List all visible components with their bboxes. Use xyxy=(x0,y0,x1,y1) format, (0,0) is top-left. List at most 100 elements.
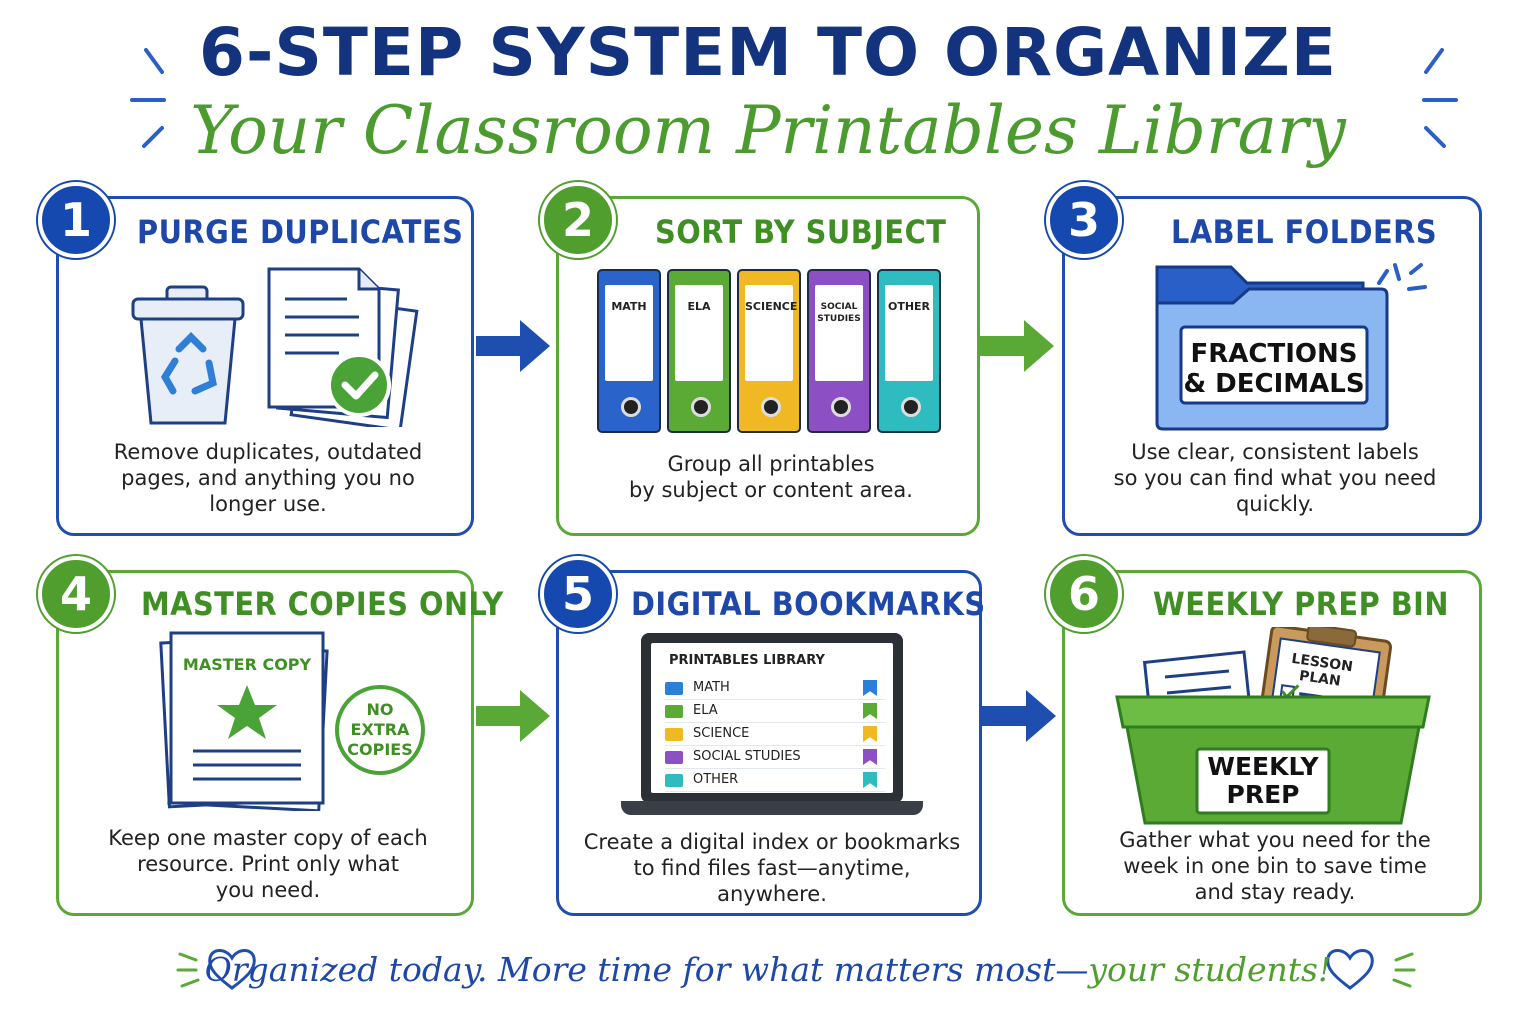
binder-ring-icon xyxy=(621,397,641,417)
bookmark-row[interactable]: MATH xyxy=(665,677,885,700)
arrow-right-icon xyxy=(982,690,1056,742)
step-title: MASTER COPIES ONLY xyxy=(141,585,504,623)
step-title: SORT BY SUBJECT xyxy=(655,213,947,251)
folder-icon xyxy=(665,682,683,695)
bin-label-line: PREP xyxy=(1226,780,1300,809)
desc-line: you need. xyxy=(215,878,321,902)
bookmark-icon xyxy=(863,680,877,696)
binder-ring-icon xyxy=(761,397,781,417)
desc-line: week in one bin to save time xyxy=(1123,854,1427,878)
desc-line: resource. Print only what xyxy=(137,852,399,876)
bookmark-list: MATH ELA SCIENCE SOCIAL STUDIES OTHER xyxy=(665,677,885,792)
bookmark-icon xyxy=(863,772,877,788)
desc-line: Remove duplicates, outdated xyxy=(113,440,423,464)
bookmark-label: OTHER xyxy=(693,772,739,787)
step-title: LABEL FOLDERS xyxy=(1171,213,1438,251)
footer-text-part1: Organized today. More time for what matt… xyxy=(204,950,1089,989)
binder-label: SCIENCE xyxy=(745,285,797,381)
desc-line: quickly. xyxy=(1235,492,1315,516)
binder: OTHER xyxy=(877,269,941,433)
binders-group: MATH ELA SCIENCE SOCIAL STUDIES OTHER xyxy=(597,269,947,435)
binder: SOCIAL STUDIES xyxy=(807,269,871,433)
bookmark-icon xyxy=(863,749,877,765)
bookmark-label: ELA xyxy=(693,703,718,718)
sparkle-icon xyxy=(1393,263,1427,291)
folder-icon xyxy=(1155,265,1389,431)
step-number-badge: 5 xyxy=(540,556,616,632)
master-copy-pages-icon xyxy=(159,631,329,811)
trash-recycle-icon xyxy=(131,267,419,427)
binder-ring-icon xyxy=(901,397,921,417)
binder-label: OTHER xyxy=(885,285,933,381)
step-number-badge: 6 xyxy=(1046,556,1122,632)
page-title: 6-STEP SYSTEM TO ORGANIZE xyxy=(199,14,1337,91)
burst-right-icon xyxy=(1422,48,1458,148)
bookmark-row[interactable]: SCIENCE xyxy=(665,723,885,746)
binder-label: MATH xyxy=(605,285,653,381)
step-description: Keep one master copy of each resource. P… xyxy=(69,825,467,903)
step-description: Use clear, consistent labels so you can … xyxy=(1075,439,1475,517)
step-title: PURGE DUPLICATES xyxy=(137,213,464,251)
step-card-4: MASTER COPIES ONLY MASTER COPY NO EXTRA … xyxy=(56,570,503,916)
step-title: WEEKLY PREP BIN xyxy=(1153,585,1449,623)
desc-line: anywhere. xyxy=(717,882,827,906)
stamp-line: EXTRA xyxy=(350,720,410,739)
binder-ring-icon xyxy=(691,397,711,417)
folder-label-line: & DECIMALS xyxy=(1183,369,1365,399)
screen-title: PRINTABLES LIBRARY xyxy=(669,653,825,668)
step-description: Gather what you need for the week in one… xyxy=(1075,827,1475,905)
page-label: MASTER COPY xyxy=(182,655,312,674)
desc-line: pages, and anything you no xyxy=(121,466,415,490)
burst-left-icon xyxy=(130,48,166,148)
folder-icon xyxy=(665,751,683,764)
bookmark-row[interactable]: ELA xyxy=(665,700,885,723)
step-number-badge: 1 xyxy=(38,182,114,258)
desc-line: by subject or content area. xyxy=(629,478,913,502)
step-title: DIGITAL BOOKMARKS xyxy=(631,585,986,623)
stamp-line: COPIES xyxy=(347,740,413,759)
binder: ELA xyxy=(667,269,731,433)
step-card-6: WEEKLY PREP BIN LESSON PLAN WEEKLY PREP xyxy=(1062,570,1482,916)
bookmark-row[interactable]: OTHER xyxy=(665,769,885,792)
footer-text-part2: your students! xyxy=(1088,950,1332,989)
bookmark-row[interactable]: SOCIAL STUDIES xyxy=(665,746,885,769)
step-number-badge: 3 xyxy=(1046,182,1122,258)
binder-ring-icon xyxy=(831,397,851,417)
bin-label: WEEKLY PREP xyxy=(1197,753,1329,809)
stamp-line: NO xyxy=(366,700,394,719)
step-description: Remove duplicates, outdated pages, and a… xyxy=(69,439,467,517)
binder: SCIENCE xyxy=(737,269,801,433)
step-card-1: PURGE DUPLICATES xyxy=(56,196,474,536)
arrow-right-icon xyxy=(476,690,550,742)
step-card-5: DIGITAL BOOKMARKS PRINTABLES LIBRARY MAT… xyxy=(556,570,985,916)
page-subtitle: Your Classroom Printables Library xyxy=(190,92,1346,169)
folder-icon xyxy=(665,774,683,787)
desc-line: Gather what you need for the xyxy=(1119,828,1431,852)
laptop: PRINTABLES LIBRARY MATH ELA SCIENCE SOCIAL … xyxy=(641,633,903,805)
heart-right-icon xyxy=(1326,949,1416,990)
desc-line: longer use. xyxy=(209,492,327,516)
step-description: Create a digital index or bookmarks to f… xyxy=(567,829,977,907)
desc-line: so you can find what you need xyxy=(1113,466,1437,490)
bookmark-icon xyxy=(863,703,877,719)
folder-label: FRACTIONS & DECIMALS xyxy=(1181,339,1367,399)
desc-line: Group all printables xyxy=(667,452,875,476)
step-card-2: SORT BY SUBJECT MATH ELA SCIENCE SOCIAL STU… xyxy=(556,196,980,536)
bookmark-icon xyxy=(863,726,877,742)
bin-label-line: WEEKLY xyxy=(1207,752,1319,781)
desc-line: Keep one master copy of each xyxy=(108,826,428,850)
binder-label: ELA xyxy=(675,285,723,381)
laptop-base xyxy=(621,801,923,815)
folder-label-line: FRACTIONS xyxy=(1190,339,1358,369)
laptop-screen: PRINTABLES LIBRARY MATH ELA SCIENCE SOCIAL … xyxy=(641,633,903,803)
prep-bin-icon xyxy=(1115,627,1431,825)
bookmark-label: MATH xyxy=(693,680,730,695)
bookmark-label: SCIENCE xyxy=(693,726,750,741)
step-number-badge: 2 xyxy=(540,182,616,258)
binder-label: SOCIAL STUDIES xyxy=(815,285,863,381)
heart-left-icon xyxy=(176,949,256,990)
arrow-right-icon xyxy=(980,320,1054,372)
binder: MATH xyxy=(597,269,661,433)
bookmark-label: SOCIAL STUDIES xyxy=(693,749,801,764)
desc-line: to find files fast—anytime, xyxy=(633,856,911,880)
